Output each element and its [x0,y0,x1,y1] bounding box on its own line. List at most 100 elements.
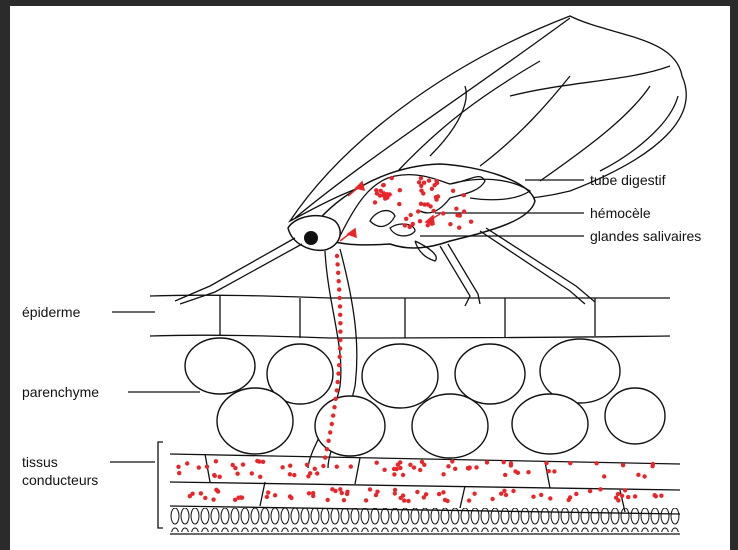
sap-dot [474,465,478,469]
sap-dot [424,492,428,496]
sap-dot [623,488,627,492]
sap-dot [598,487,602,491]
sap-dot [337,287,341,291]
label-parenchyme: parenchyme [22,384,99,400]
sap-dot [420,460,424,464]
sap-dot [654,494,658,498]
sap-dot [457,226,461,230]
sap-dot [472,492,476,496]
sap-dot [390,176,394,180]
sap-dot [337,296,341,300]
sap-dot [381,183,385,187]
label-conducteurs: conducteurs [22,472,98,488]
sap-dot [511,489,515,493]
sap-dot [423,202,427,206]
sap-dot [539,493,543,497]
sap-dot [552,469,556,473]
sap-dot [397,202,401,206]
sap-dot [321,464,325,468]
sap-dot [374,188,378,192]
sap-dot [197,465,201,469]
sap-dot [392,467,396,471]
sap-dot [332,405,336,409]
sap-dot [326,498,330,502]
sap-dot [216,489,220,493]
sap-dot [306,474,310,478]
sap-dot [305,463,309,467]
sap-dot [408,225,412,229]
sap-dot [384,192,388,196]
sap-dot [642,474,646,478]
sap-dot [392,472,396,476]
sap-dot [415,490,419,494]
sap-dot [437,492,441,496]
sap-dot [467,498,471,502]
window-frame: tube digestif hémocèle glandes salivaire… [0,6,738,550]
sap-dot [211,497,215,501]
sap-dot [427,178,431,182]
sap-dot [467,466,471,470]
sap-dot [616,498,620,502]
sap-dot [338,329,342,333]
label-glandes-salivaires: glandes salivaires [590,228,701,244]
sap-dot [469,220,473,224]
sap-dot [402,498,406,502]
sap-dot [408,463,412,467]
sap-dot [451,189,455,193]
sap-dot [373,200,377,204]
sap-dot [548,496,552,500]
sap-dot [203,496,207,500]
sap-dot [315,471,319,475]
sap-dot [432,183,436,187]
sap-dot [364,498,368,502]
sap-dot [404,217,408,221]
sap-dot [382,468,386,472]
sap-dot [342,498,346,502]
sap-dot [490,497,494,501]
sap-dot [338,304,342,308]
sap-dot [176,465,180,469]
sap-dot [448,222,452,226]
sap-dot [446,464,450,468]
sap-dot [422,181,426,185]
label-tube-digestif: tube digestif [590,172,666,188]
sap-dot [338,321,342,325]
sap-dot [620,494,624,498]
sap-dot [419,202,423,206]
diagram-canvas: tube digestif hémocèle glandes salivaire… [10,6,730,550]
sap-dot [326,439,330,443]
sap-dot [368,487,372,491]
sap-dot [233,466,237,470]
sap-dot [621,463,625,467]
sap-dot [323,455,327,459]
sap-dot [334,397,338,401]
sap-dot [280,465,284,469]
sap-dot [516,471,520,475]
sap-dot [266,490,270,494]
sap-dot [412,465,416,469]
sap-dot [273,493,277,497]
sap-dot [398,466,402,470]
sap-dot [338,313,342,317]
sap-dot [333,489,337,493]
sap-dot [349,464,353,468]
sap-dot [313,467,317,471]
sap-dot [547,469,551,473]
label-tissus: tissus [22,454,58,470]
sap-dot [418,468,422,472]
sap-dot [434,197,438,201]
sap-dot [328,430,332,434]
sap-dot [531,495,535,499]
sap-dot [338,338,342,342]
sap-dot [199,491,203,495]
sap-dot [458,213,462,217]
sap-dot [265,495,269,499]
sap-dot [441,211,445,215]
sap-dot [340,491,344,495]
sap-dot [250,471,254,475]
sap-dot [650,464,654,468]
sap-dot [450,459,454,463]
sap-dot [337,279,341,283]
sap-dot [336,380,340,384]
sap-dot [288,472,292,476]
